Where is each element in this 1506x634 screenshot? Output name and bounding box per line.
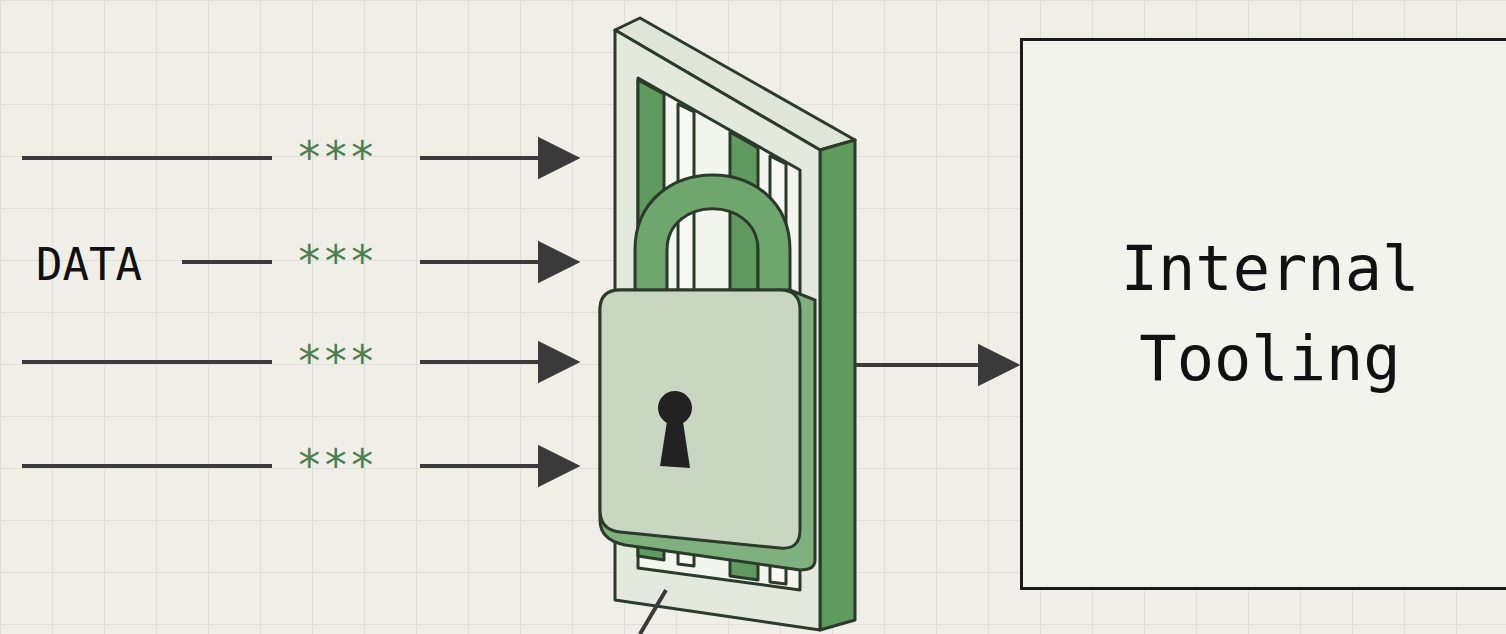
box-label: Internal Tooling bbox=[1105, 224, 1435, 404]
padlock bbox=[600, 175, 815, 570]
masked-value: *** bbox=[296, 337, 375, 387]
data-label: DATA bbox=[36, 240, 142, 290]
leader-line bbox=[640, 590, 666, 634]
data-lines bbox=[22, 158, 272, 466]
masked-value: *** bbox=[296, 237, 375, 287]
masked-value: *** bbox=[296, 133, 375, 183]
output-arrow bbox=[856, 347, 1016, 383]
data-arrows bbox=[420, 140, 576, 484]
masked-value: *** bbox=[296, 441, 375, 491]
process-box: Internal Tooling bbox=[1020, 38, 1506, 590]
